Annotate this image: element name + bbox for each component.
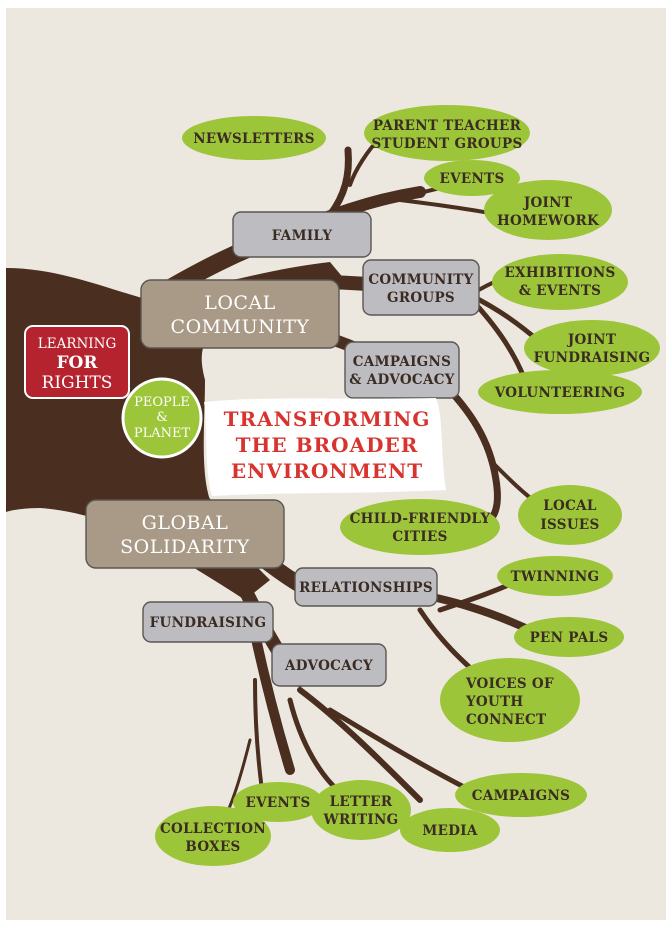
leaf-campaigns: CAMPAIGNS [455, 773, 587, 817]
svg-text:MEDIA: MEDIA [422, 823, 477, 839]
svg-text:YOUTH: YOUTH [465, 694, 523, 710]
svg-text:COMMUNITY: COMMUNITY [368, 272, 473, 288]
campaigns-advocacy-box: CAMPAIGNS & ADVOCACY [344, 341, 460, 399]
svg-text:TWINNING: TWINNING [511, 569, 600, 585]
svg-text:LETTER: LETTER [330, 794, 393, 810]
svg-text:RELATIONSHIPS: RELATIONSHIPS [299, 580, 433, 596]
svg-text:GLOBAL: GLOBAL [142, 512, 229, 534]
leaf-pen-pals: PEN PALS [514, 617, 624, 657]
svg-text:ENVIRONMENT: ENVIRONMENT [231, 459, 423, 483]
svg-text:EXHIBITIONS: EXHIBITIONS [504, 265, 615, 281]
svg-text:PLANET: PLANET [134, 426, 191, 441]
svg-text:CHILD-FRIENDLY: CHILD-FRIENDLY [350, 511, 491, 527]
leaf-joint-fundraising: JOINT FUNDRAISING [524, 320, 660, 376]
svg-text:GROUPS: GROUPS [387, 290, 455, 306]
svg-text:NEWSLETTERS: NEWSLETTERS [193, 131, 315, 147]
svg-text:FUNDRAISING: FUNDRAISING [150, 615, 267, 631]
svg-text:LEARNING: LEARNING [38, 336, 116, 352]
svg-text:ISSUES: ISSUES [540, 517, 599, 533]
svg-text:BOXES: BOXES [185, 839, 240, 855]
svg-text:JOINT: JOINT [523, 195, 572, 211]
svg-text:HOMEWORK: HOMEWORK [497, 213, 600, 229]
local-community-box: LOCAL COMMUNITY [140, 279, 340, 349]
svg-text:STUDENT GROUPS: STUDENT GROUPS [371, 136, 522, 152]
leaf-parent-teacher-student-groups: PARENT TEACHER STUDENT GROUPS [364, 105, 530, 161]
svg-text:COMMUNITY: COMMUNITY [171, 316, 310, 338]
svg-text:EVENTS: EVENTS [246, 795, 311, 811]
svg-text:CONNECT: CONNECT [466, 712, 546, 728]
svg-text:CITIES: CITIES [392, 529, 447, 545]
leaf-local-issues: LOCAL ISSUES [518, 485, 622, 545]
svg-text:JOINT: JOINT [567, 332, 616, 348]
leaf-voices-of-youth-connect: VOICES OF YOUTH CONNECT [440, 658, 580, 742]
sub-branch-labels: FAMILY COMMUNITY GROUPS CAMPAIGNS & ADVO… [142, 211, 480, 687]
svg-text:RIGHTS: RIGHTS [42, 373, 113, 393]
leaf-letter-writing: LETTER WRITING [311, 780, 411, 840]
svg-text:PEOPLE: PEOPLE [134, 395, 190, 410]
svg-text:VOLUNTEERING: VOLUNTEERING [494, 385, 626, 401]
svg-text:EVENTS: EVENTS [440, 171, 505, 187]
leaf-twinning: TWINNING [497, 556, 613, 596]
leaf-media: MEDIA [400, 808, 500, 852]
svg-text:&: & [156, 410, 168, 425]
center-title: TRANSFORMING THE BROADER ENVIRONMENT [204, 398, 446, 496]
svg-text:ADVOCACY: ADVOCACY [284, 658, 373, 674]
svg-text:& EVENTS: & EVENTS [519, 283, 601, 299]
relationships-box: RELATIONSHIPS [294, 567, 438, 607]
svg-text:SOLIDARITY: SOLIDARITY [120, 536, 250, 558]
leaf-child-friendly-cities: CHILD-FRIENDLY CITIES [340, 499, 500, 555]
svg-text:VOICES OF: VOICES OF [465, 676, 554, 692]
people-planet-circle: PEOPLE & PLANET [121, 377, 203, 459]
fundraising-box: FUNDRAISING [142, 601, 274, 643]
family-box: FAMILY [232, 211, 372, 258]
leaf-events-family: EVENTS [424, 160, 520, 196]
svg-text:COLLECTION: COLLECTION [160, 821, 266, 837]
global-solidarity-box: GLOBAL SOLIDARITY [85, 499, 285, 569]
svg-text:THE BROADER: THE BROADER [236, 433, 419, 457]
svg-text:CAMPAIGNS: CAMPAIGNS [472, 788, 570, 804]
leaf-volunteering: VOLUNTEERING [478, 370, 642, 414]
leaves: NEWSLETTERS PARENT TEACHER STUDENT GROUP… [155, 105, 660, 866]
svg-text:CAMPAIGNS: CAMPAIGNS [353, 354, 451, 370]
leaf-events-global: EVENTS [233, 782, 323, 822]
learning-for-rights-badge: LEARNING FOR RIGHTS [24, 325, 130, 399]
svg-text:& ADVOCACY: & ADVOCACY [349, 372, 454, 388]
leaf-newsletters: NEWSLETTERS [182, 116, 326, 160]
svg-text:LOCAL: LOCAL [204, 292, 276, 314]
svg-text:TRANSFORMING: TRANSFORMING [224, 407, 431, 431]
svg-text:LOCAL: LOCAL [543, 498, 597, 514]
leaf-joint-homework: JOINT HOMEWORK [484, 180, 612, 240]
svg-text:FAMILY: FAMILY [272, 228, 333, 244]
main-branch-labels: LOCAL COMMUNITY GLOBAL SOLIDARITY [85, 279, 340, 569]
leaf-collection-boxes: COLLECTION BOXES [155, 806, 271, 866]
community-groups-box: COMMUNITY GROUPS [362, 259, 480, 316]
svg-text:PARENT TEACHER: PARENT TEACHER [373, 118, 522, 134]
leaf-exhibitions-events: EXHIBITIONS & EVENTS [492, 254, 628, 310]
advocacy-box: ADVOCACY [271, 643, 387, 687]
svg-text:WRITING: WRITING [322, 812, 398, 828]
svg-text:FOR: FOR [56, 353, 98, 373]
svg-text:PEN PALS: PEN PALS [530, 630, 609, 646]
svg-text:FUNDRAISING: FUNDRAISING [534, 350, 651, 366]
